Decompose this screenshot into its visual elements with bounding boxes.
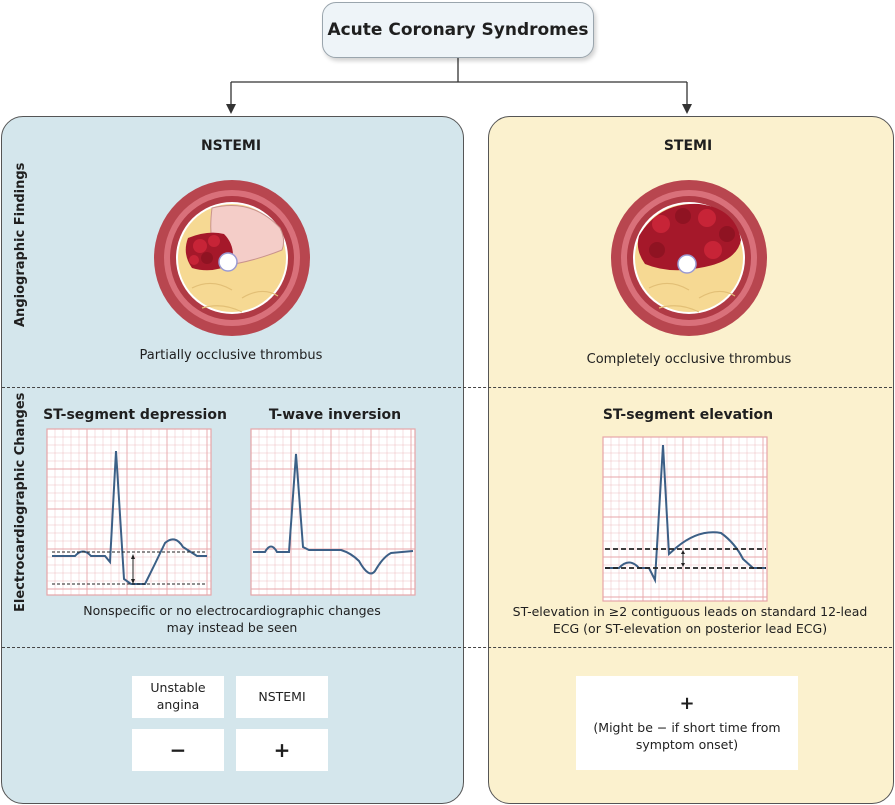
nstemi-sign: +	[236, 729, 328, 771]
unstable-angina-line2: angina	[156, 697, 200, 712]
unstable-angina-line1: Unstable	[150, 680, 206, 696]
stemi-marker-box: + (Might be − if short time from symptom…	[576, 676, 798, 770]
t-wave-inversion-title: T-wave inversion	[268, 407, 402, 423]
vessel-cross-section-icon	[611, 180, 767, 336]
nstemi-heading: NSTEMI	[200, 138, 262, 154]
unstable-angina-sign: −	[132, 729, 224, 771]
row-divider-1	[2, 387, 892, 388]
st-depression-title: ST-segment depression	[43, 407, 227, 423]
stemi-marker-note-line1: (Might be − if short time from	[593, 720, 781, 736]
stemi-thrombus-caption: Completely occlusive thrombus	[586, 352, 792, 367]
stemi-marker-note-line2: symptom onset)	[635, 737, 739, 753]
ecg-strip-icon	[46, 428, 212, 596]
nstemi-ecg-note: Nonspecific or no electrocardiographic c…	[40, 603, 424, 637]
stemi-marker-sign: +	[679, 692, 695, 714]
ecg-strip-icon	[250, 428, 416, 596]
diagram-title: Acute Coronary Syndromes	[322, 2, 594, 58]
row-label-ecg: Electrocardiographic Changes	[13, 392, 28, 612]
stemi-heading: STEMI	[663, 138, 713, 154]
stemi-ecg-note-line1: ST-elevation in ≥2 contiguous leads on s…	[512, 604, 868, 619]
vessel-cross-section-icon	[154, 180, 310, 336]
nstemi-cell: NSTEMI	[236, 676, 328, 718]
arrow-down-icon	[226, 104, 236, 114]
ecg-strip-icon	[602, 436, 768, 602]
row-divider-2	[2, 647, 892, 648]
stemi-ecg-note: ST-elevation in ≥2 contiguous leads on s…	[494, 604, 886, 638]
nstemi-thrombus-caption: Partially occlusive thrombus	[139, 348, 323, 363]
unstable-angina-cell: Unstable angina	[132, 676, 224, 718]
connector-arrows	[226, 56, 692, 114]
nstemi-ecg-note-line2: may instead be seen	[166, 619, 298, 635]
stemi-ecg-note-line2: ECG (or ST-elevation on posterior lead E…	[552, 620, 828, 636]
nstemi-ecg-note-line1: Nonspecific or no electrocardiographic c…	[83, 603, 381, 618]
row-label-angiographic: Angiographic Findings	[13, 162, 28, 327]
arrow-down-icon	[682, 104, 692, 114]
st-elevation-title: ST-segment elevation	[602, 407, 774, 423]
